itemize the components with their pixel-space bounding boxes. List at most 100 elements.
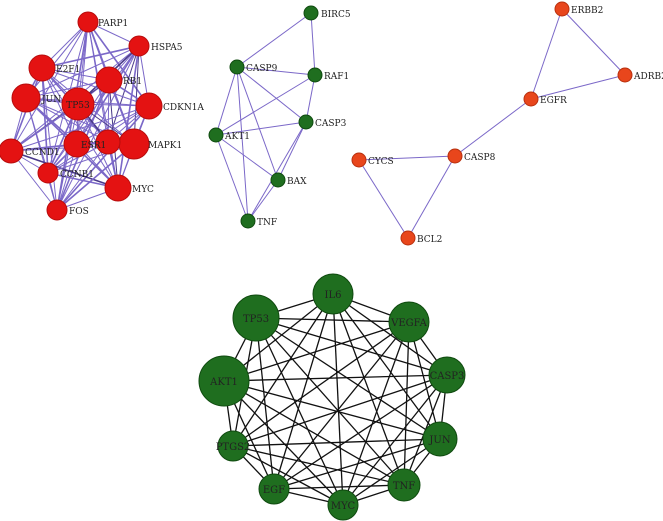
- node-green-cluster-5: [270, 172, 286, 188]
- edge-hub-cluster-25: [342, 438, 441, 506]
- node-orange-cluster-0: [554, 1, 570, 17]
- node-label-hub-cluster-5: MYC: [331, 501, 356, 512]
- node-label-red-cluster-0: PARP1: [98, 19, 128, 29]
- node-label-hub-cluster-8: AKT1: [209, 377, 238, 388]
- edge-hub-cluster-29: [255, 317, 441, 440]
- node-label-orange-cluster-3: CYCS: [368, 157, 394, 167]
- edge-green-cluster-9: [215, 134, 279, 181]
- edge-green-cluster-2: [236, 66, 316, 76]
- edge-hub-cluster-36: [232, 445, 344, 506]
- node-red-cluster-2: [28, 54, 56, 82]
- node-red-cluster-9: [118, 128, 150, 160]
- node-label-red-cluster-10: CCNB1: [60, 170, 94, 180]
- edge-green-cluster-12: [247, 179, 279, 222]
- edge-red-cluster-73: [10, 150, 119, 189]
- node-label-red-cluster-9: MAPK1: [148, 141, 182, 151]
- node-label-green-cluster-4: CASP3: [315, 119, 347, 129]
- node-hub-cluster-1: [388, 301, 430, 343]
- edge-hub-cluster-33: [223, 380, 405, 486]
- node-hub-cluster-8: [198, 355, 250, 407]
- edge-green-cluster-6: [215, 74, 316, 136]
- node-red-cluster-8: [63, 130, 91, 158]
- edge-hub-cluster-11: [403, 321, 410, 486]
- node-label-orange-cluster-0: ERBB2: [571, 6, 603, 16]
- edge-red-cluster-13: [41, 45, 140, 69]
- edge-red-cluster-32: [41, 67, 49, 174]
- edge-orange-cluster-1: [530, 8, 563, 100]
- edge-orange-cluster-4: [358, 155, 456, 161]
- edge-hub-cluster-14: [232, 321, 410, 447]
- edge-red-cluster-15: [25, 45, 140, 99]
- edge-red-cluster-20: [133, 45, 140, 145]
- node-hub-cluster-3: [422, 421, 458, 457]
- edge-hub-cluster-32: [232, 445, 405, 486]
- edge-red-cluster-90: [56, 141, 109, 211]
- edge-green-cluster-5: [236, 66, 279, 181]
- edge-hub-cluster-13: [273, 321, 410, 490]
- node-orange-cluster-3: [351, 152, 367, 168]
- node-label-hub-cluster-2: CASP3: [430, 371, 465, 382]
- node-label-green-cluster-2: RAF1: [324, 72, 349, 82]
- edge-green-cluster-1: [310, 12, 316, 76]
- node-label-red-cluster-2: E2F1: [56, 65, 80, 75]
- edge-hub-cluster-2: [332, 293, 441, 440]
- node-label-hub-cluster-1: VEGFA: [390, 318, 428, 329]
- edge-green-cluster-13: [236, 66, 249, 222]
- node-red-cluster-5: [61, 87, 95, 121]
- edge-hub-cluster-28: [223, 380, 441, 440]
- edge-red-cluster-34: [41, 67, 58, 211]
- edge-red-cluster-83: [56, 143, 135, 211]
- edge-red-cluster-23: [56, 45, 140, 211]
- edge-orange-cluster-0: [561, 8, 626, 76]
- node-label-red-cluster-8: ESR1: [81, 141, 106, 151]
- edge-red-cluster-63: [10, 105, 150, 152]
- node-hub-cluster-9: [232, 294, 280, 342]
- edge-red-cluster-68: [56, 105, 150, 211]
- node-hub-cluster-0: [312, 273, 354, 315]
- edge-red-cluster-19: [76, 45, 140, 145]
- node-label-hub-cluster-6: EGF: [263, 485, 285, 496]
- node-hub-cluster-5: [327, 489, 359, 521]
- edge-hub-cluster-37: [223, 380, 344, 506]
- node-red-cluster-7: [0, 138, 24, 164]
- node-label-red-cluster-6: CDKN1A: [163, 103, 204, 113]
- node-hub-cluster-2: [428, 356, 466, 394]
- edge-red-cluster-28: [41, 67, 150, 107]
- node-label-red-cluster-5: TP53: [66, 101, 90, 111]
- node-hub-cluster-6: [258, 473, 290, 505]
- node-label-red-cluster-12: FOS: [69, 207, 89, 217]
- node-red-cluster-11: [104, 174, 132, 202]
- node-green-cluster-0: [303, 5, 319, 21]
- edge-orange-cluster-3: [454, 98, 532, 157]
- edge-hub-cluster-20: [273, 374, 448, 490]
- node-label-orange-cluster-4: CASP8: [464, 153, 496, 163]
- node-green-cluster-4: [298, 114, 314, 130]
- edge-hub-cluster-31: [273, 484, 405, 490]
- edge-red-cluster-53: [25, 97, 58, 211]
- edge-hub-cluster-38: [255, 317, 344, 506]
- node-label-hub-cluster-0: IL6: [325, 290, 342, 301]
- node-red-cluster-10: [37, 162, 59, 184]
- edge-green-cluster-11: [277, 121, 307, 181]
- edge-green-cluster-4: [236, 66, 307, 123]
- edge-red-cluster-5: [87, 21, 150, 107]
- node-label-hub-cluster-9: TP53: [243, 314, 269, 325]
- edge-green-cluster-0: [236, 12, 312, 68]
- edge-hub-cluster-16: [255, 317, 410, 323]
- node-red-cluster-4: [11, 83, 41, 113]
- node-label-red-cluster-7: CCND1: [25, 148, 60, 158]
- edge-hub-cluster-41: [255, 317, 275, 490]
- edge-orange-cluster-2: [530, 74, 626, 100]
- node-label-red-cluster-3: RB1: [123, 77, 142, 87]
- edge-hub-cluster-1: [332, 293, 448, 376]
- edge-red-cluster-64: [76, 105, 150, 145]
- edge-hub-cluster-4: [332, 293, 344, 506]
- node-label-green-cluster-6: TNF: [257, 218, 277, 228]
- edge-red-cluster-61: [56, 103, 79, 211]
- node-green-cluster-1: [229, 59, 245, 75]
- node-red-cluster-12: [46, 199, 68, 221]
- node-label-green-cluster-0: BIRC5: [321, 10, 351, 20]
- node-hub-cluster-7: [217, 430, 249, 462]
- edge-green-cluster-10: [215, 134, 249, 222]
